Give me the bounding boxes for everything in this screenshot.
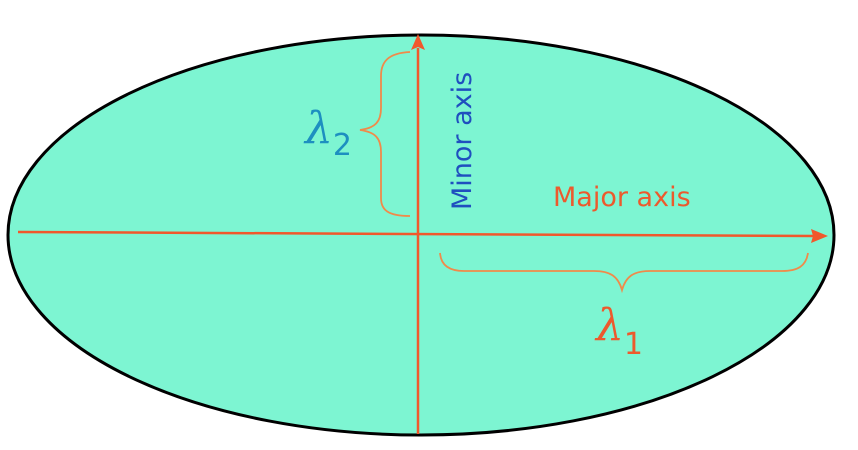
minor-axis-label: Minor axis (447, 72, 478, 210)
lambda1-subscript: 1 (624, 327, 643, 362)
lambda1-symbol: λ (594, 300, 624, 351)
lambda1-label: λ1 (594, 300, 643, 362)
minor-axis-arrowhead (411, 34, 425, 50)
lambda1-brace (439, 252, 809, 294)
major-axis-label: Major axis (553, 182, 691, 213)
lambda2-subscript: 2 (333, 128, 352, 163)
lambda2-symbol: λ (303, 103, 333, 154)
lambda2-label: λ2 (303, 103, 352, 163)
lambda2-brace (359, 51, 411, 217)
major-axis-arrowhead (811, 229, 828, 243)
